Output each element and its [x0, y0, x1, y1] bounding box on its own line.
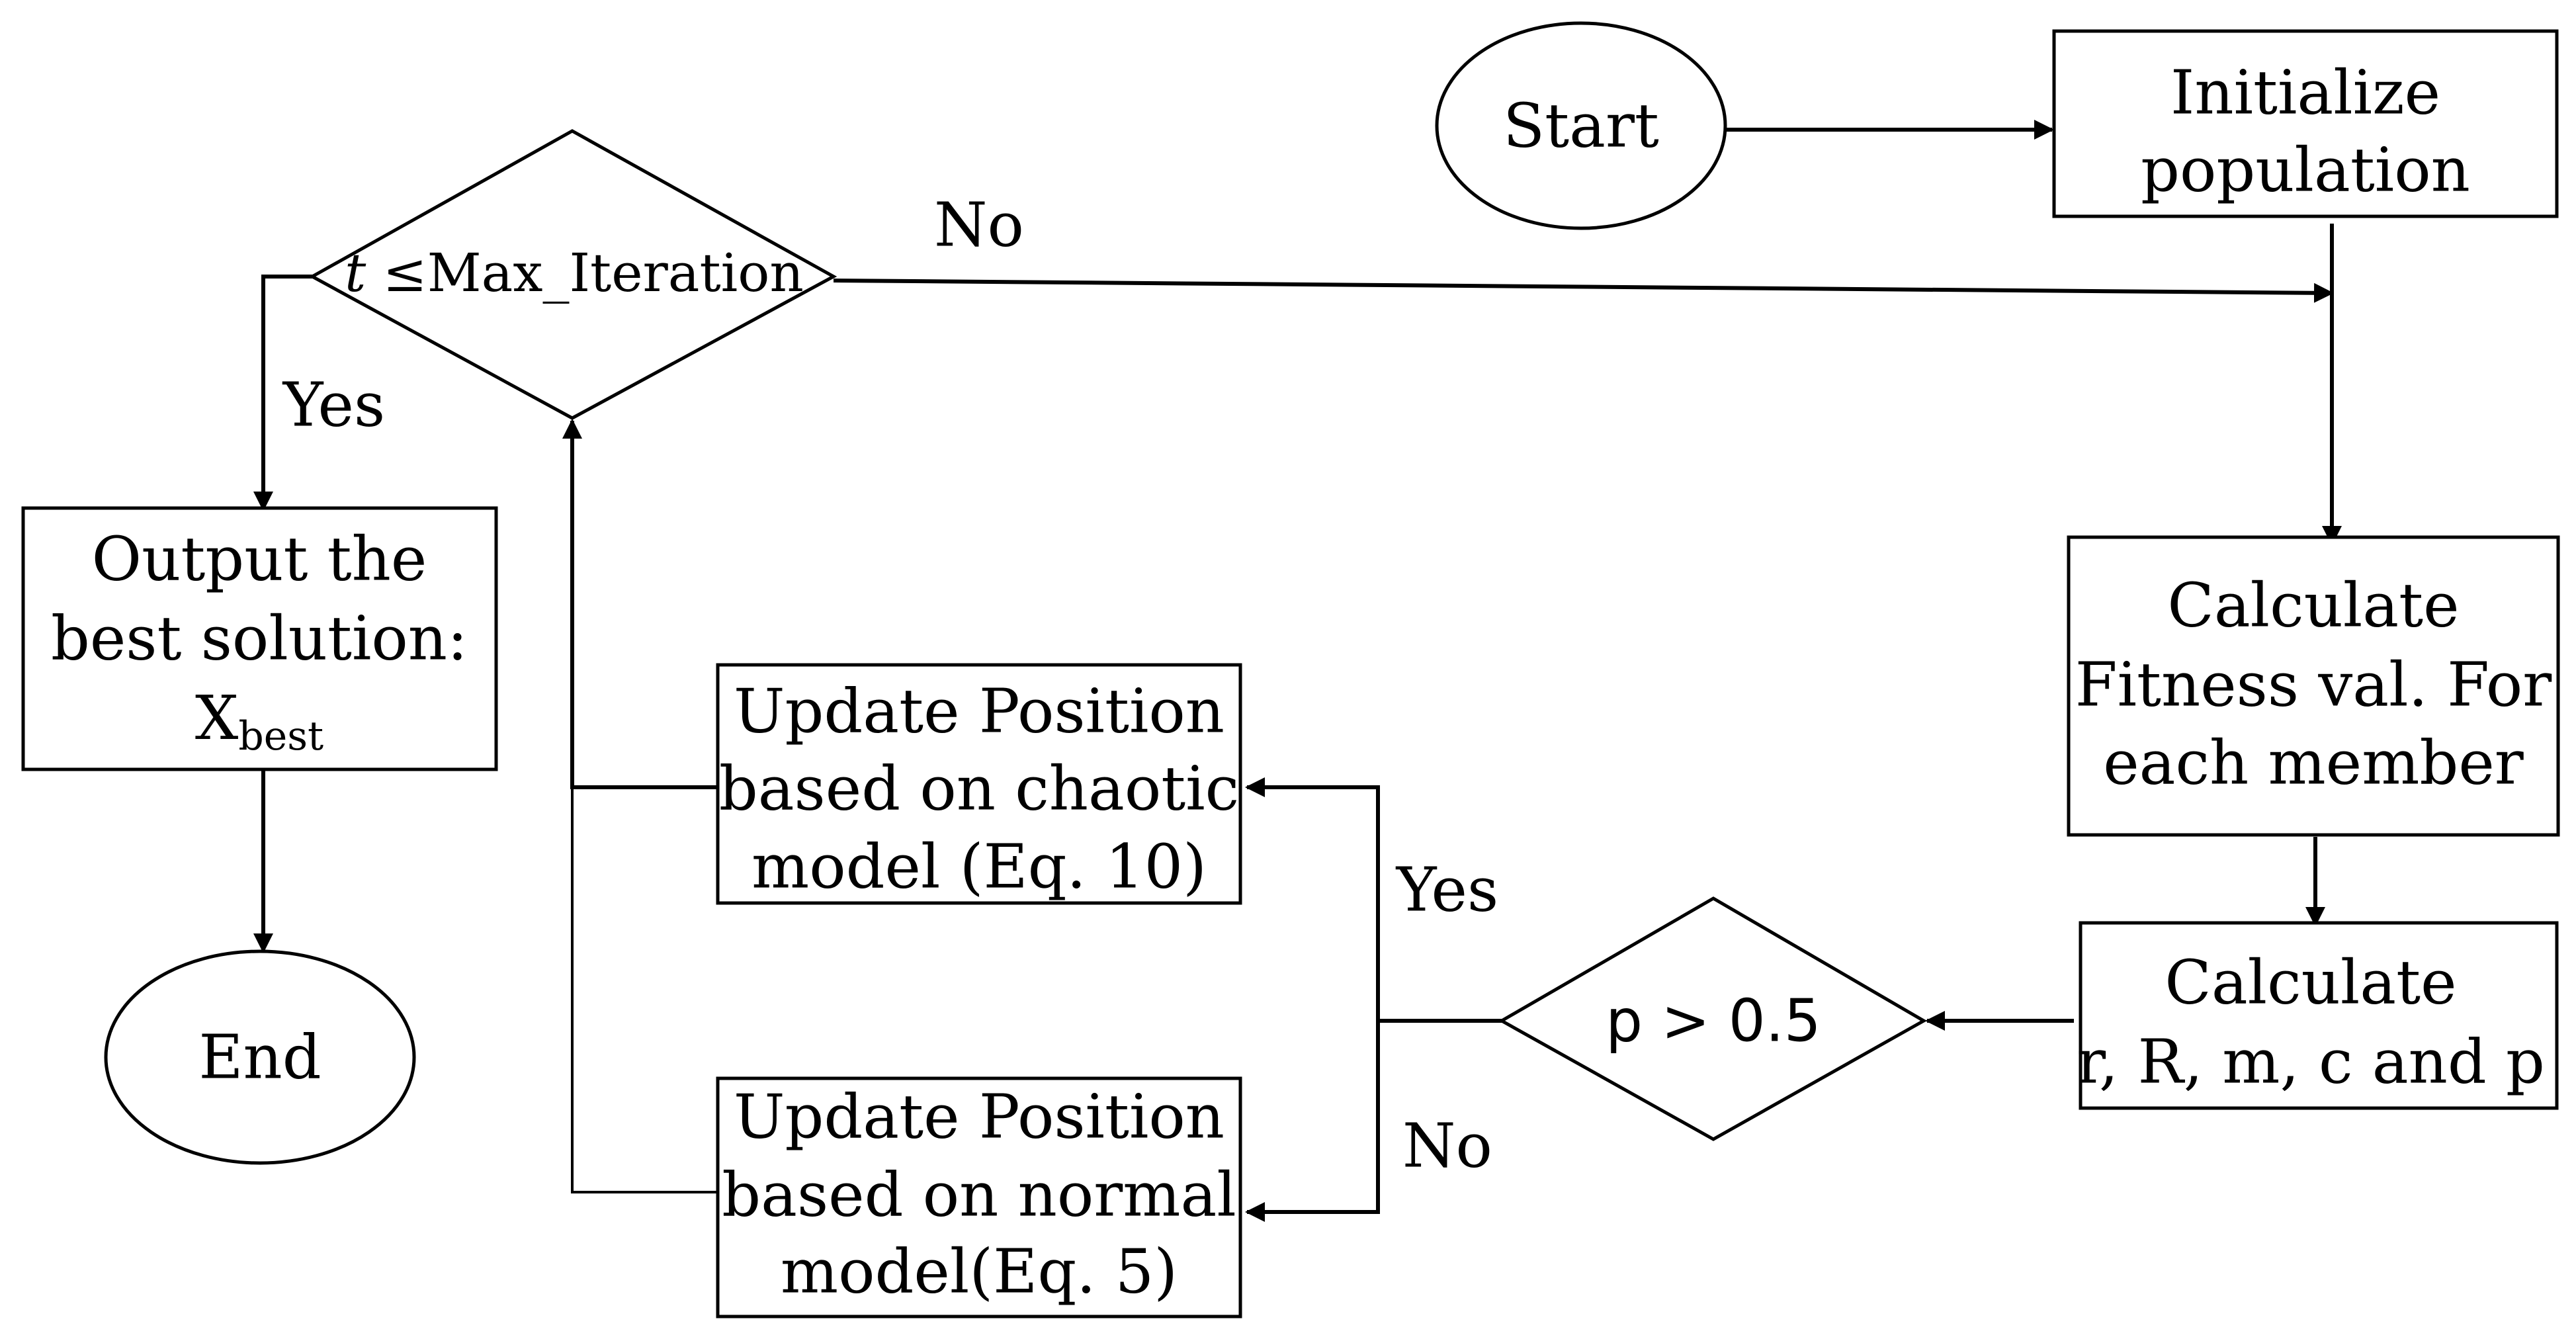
update-chaotic-line1: Update Position [734, 676, 1224, 747]
calc-params-label-line1: Calculate [2165, 947, 2456, 1018]
init-node: Initialize population [2052, 29, 2559, 218]
output-node: Output the best solution: Xbest [21, 506, 498, 771]
decision-p-label: p > 0.5 [1606, 987, 1821, 1055]
update-normal-line3: model(Eq. 5) [781, 1236, 1178, 1307]
edge-label-p-yes: Yes [1395, 855, 1498, 926]
calc-params-node: Calculate r, R, m, c and p [2077, 921, 2559, 1110]
edge-yes-to-chaotic [1245, 777, 1380, 1021]
fitness-label-line3: each member [2103, 728, 2524, 799]
output-line1: Output the [92, 524, 427, 595]
fitness-label-line2: Fitness val. For [2075, 650, 2552, 720]
end-label: End [198, 1022, 321, 1093]
edge-normal-to-iter [571, 787, 718, 1193]
update-normal-line1: Update Position [734, 1082, 1224, 1152]
init-label-line2: population [2141, 135, 2470, 206]
calc-params-label-line2: r, R, m, c and p [2077, 1027, 2545, 1098]
edge-no-to-normal [1245, 1021, 1380, 1222]
decision-iter-condition: ≤Max_Iteration [366, 242, 804, 304]
edge-label-iter-no: No [934, 190, 1024, 261]
edge-iter-yes-to-output [253, 275, 312, 511]
update-chaotic-line2: based on chaotic [719, 754, 1239, 824]
edge-iter-no-to-fitness-line [833, 279, 2334, 303]
output-symbol-subscript: best [238, 713, 323, 759]
update-chaotic-line3: model (Eq. 10) [751, 832, 1207, 902]
edge-label-p-no: No [1402, 1111, 1492, 1182]
fitness-node: Calculate Fitness val. For each member [2067, 535, 2560, 837]
output-symbol-x: X [195, 683, 239, 754]
decision-iter-var: t [345, 242, 366, 304]
output-symbol: Xbest [195, 683, 323, 760]
decision-iter-node: t ≤Max_Iteration [308, 129, 837, 420]
edge-label-iter-yes: Yes [282, 370, 385, 441]
output-line2: best solution: [51, 603, 468, 674]
init-label-line1: Initialize [2170, 58, 2440, 128]
start-label: Start [1503, 91, 1659, 161]
edge-chaotic-to-iter [562, 419, 718, 789]
decision-p-node: p > 0.5 [1498, 896, 1928, 1141]
update-chaotic-node: Update Position based on chaotic model (… [716, 663, 1242, 905]
end-node: End [104, 949, 416, 1165]
connectors [253, 120, 2342, 1222]
update-normal-node: Update Position based on normal model(Eq… [716, 1076, 1242, 1318]
start-node: Start [1435, 21, 1727, 230]
fitness-label-line1: Calculate [2167, 570, 2459, 641]
decision-iter-label: t ≤Max_Iteration [345, 242, 804, 304]
update-normal-line2: based on normal [722, 1160, 1236, 1231]
